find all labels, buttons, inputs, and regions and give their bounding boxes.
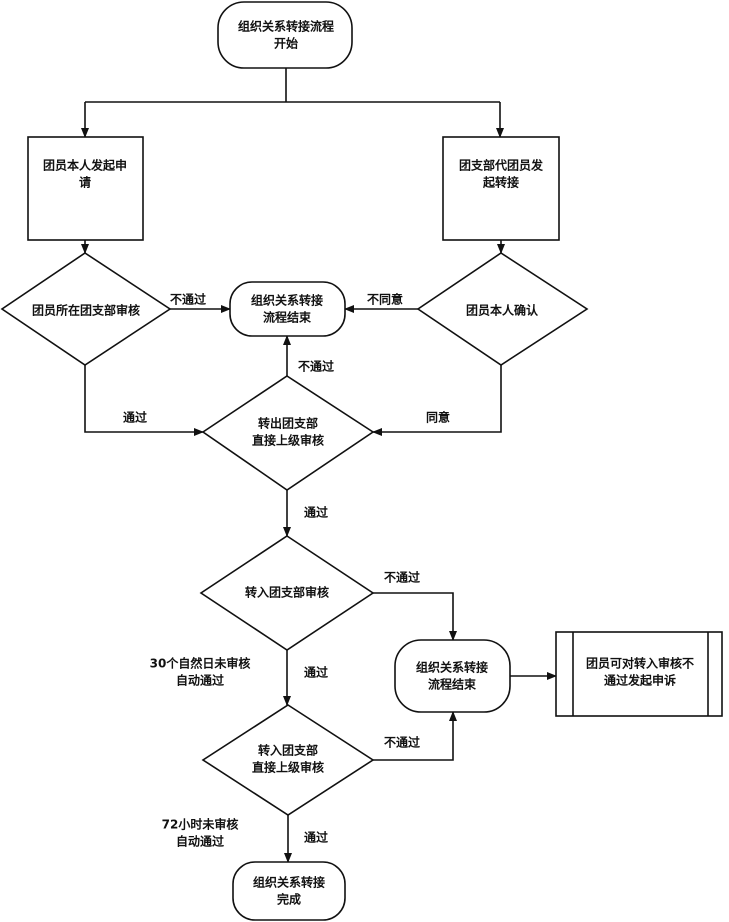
branch-review-decision: 团员所在团支部审核 bbox=[0, 252, 172, 366]
node-text: 请 bbox=[79, 175, 91, 190]
edge-label: 通过 bbox=[123, 410, 147, 425]
edge-label: 72小时未审核 bbox=[162, 817, 239, 832]
node-text: 组织关系转接 bbox=[251, 293, 323, 308]
connectors bbox=[81, 68, 557, 863]
member-apply-node: 团员本人发起申 请 bbox=[27, 136, 144, 241]
node-text: 团员本人确认 bbox=[466, 303, 539, 318]
in-branch-review-decision: 转入团支部审核 bbox=[199, 535, 375, 651]
edge-label: 不通过 bbox=[170, 292, 206, 307]
node-text: 组织关系转接 bbox=[253, 875, 325, 890]
node-text: 团员可对转入审核不 bbox=[586, 656, 694, 671]
edge-label: 通过 bbox=[304, 505, 328, 520]
edge-label: 30个自然日未审核 bbox=[150, 656, 251, 671]
node-text: 直接上级审核 bbox=[252, 760, 324, 775]
edge-label: 同意 bbox=[426, 410, 450, 425]
node-text: 组织关系转接 bbox=[416, 660, 488, 675]
branch-apply-node: 团支部代团员发 起转接 bbox=[442, 136, 560, 241]
edge-label: 自动通过 bbox=[176, 834, 224, 849]
edge-label: 通过 bbox=[304, 665, 328, 680]
node-text: 完成 bbox=[277, 892, 301, 907]
edge-label: 不同意 bbox=[367, 292, 403, 307]
edge-label: 通过 bbox=[304, 830, 328, 845]
edge-label: 不通过 bbox=[298, 359, 334, 374]
node-text: 转入团支部 bbox=[258, 743, 318, 758]
node-text: 转入团支部审核 bbox=[245, 585, 329, 600]
node-text: 组织关系转接流程 bbox=[238, 19, 334, 34]
member-confirm-decision: 团员本人确认 bbox=[416, 252, 589, 366]
edge-label: 自动通过 bbox=[176, 673, 224, 688]
node-text: 团员本人发起申 bbox=[43, 158, 127, 173]
node-text: 转出团支部 bbox=[258, 416, 318, 431]
start-node: 组织关系转接流程 开始 bbox=[217, 1, 353, 69]
edge-label: 不通过 bbox=[384, 735, 420, 750]
appeal-node: 团员可对转入审核不 通过发起申诉 bbox=[555, 631, 723, 717]
end-mid-node: 组织关系转接 流程结束 bbox=[394, 639, 511, 713]
node-text: 团支部代团员发 bbox=[459, 158, 544, 173]
node-text: 通过发起申诉 bbox=[604, 673, 676, 688]
edge-labels: 不通过 不同意 不通过 通过 同意 通过 不通过 通过 30个自然日未审核 自动… bbox=[123, 292, 450, 849]
out-upper-review-decision: 转出团支部 直接上级审核 bbox=[201, 375, 375, 491]
node-text: 流程结束 bbox=[428, 677, 477, 692]
node-text: 团员所在团支部审核 bbox=[32, 303, 140, 318]
node-text: 流程结束 bbox=[263, 310, 312, 325]
node-text: 直接上级审核 bbox=[252, 433, 324, 448]
in-upper-review-decision: 转入团支部 直接上级审核 bbox=[201, 704, 375, 816]
node-text: 开始 bbox=[274, 36, 298, 51]
end-top-node: 组织关系转接 流程结束 bbox=[229, 281, 346, 337]
edge-label: 不通过 bbox=[384, 570, 420, 585]
node-text: 起转接 bbox=[482, 175, 519, 190]
complete-node: 组织关系转接 完成 bbox=[232, 861, 346, 921]
